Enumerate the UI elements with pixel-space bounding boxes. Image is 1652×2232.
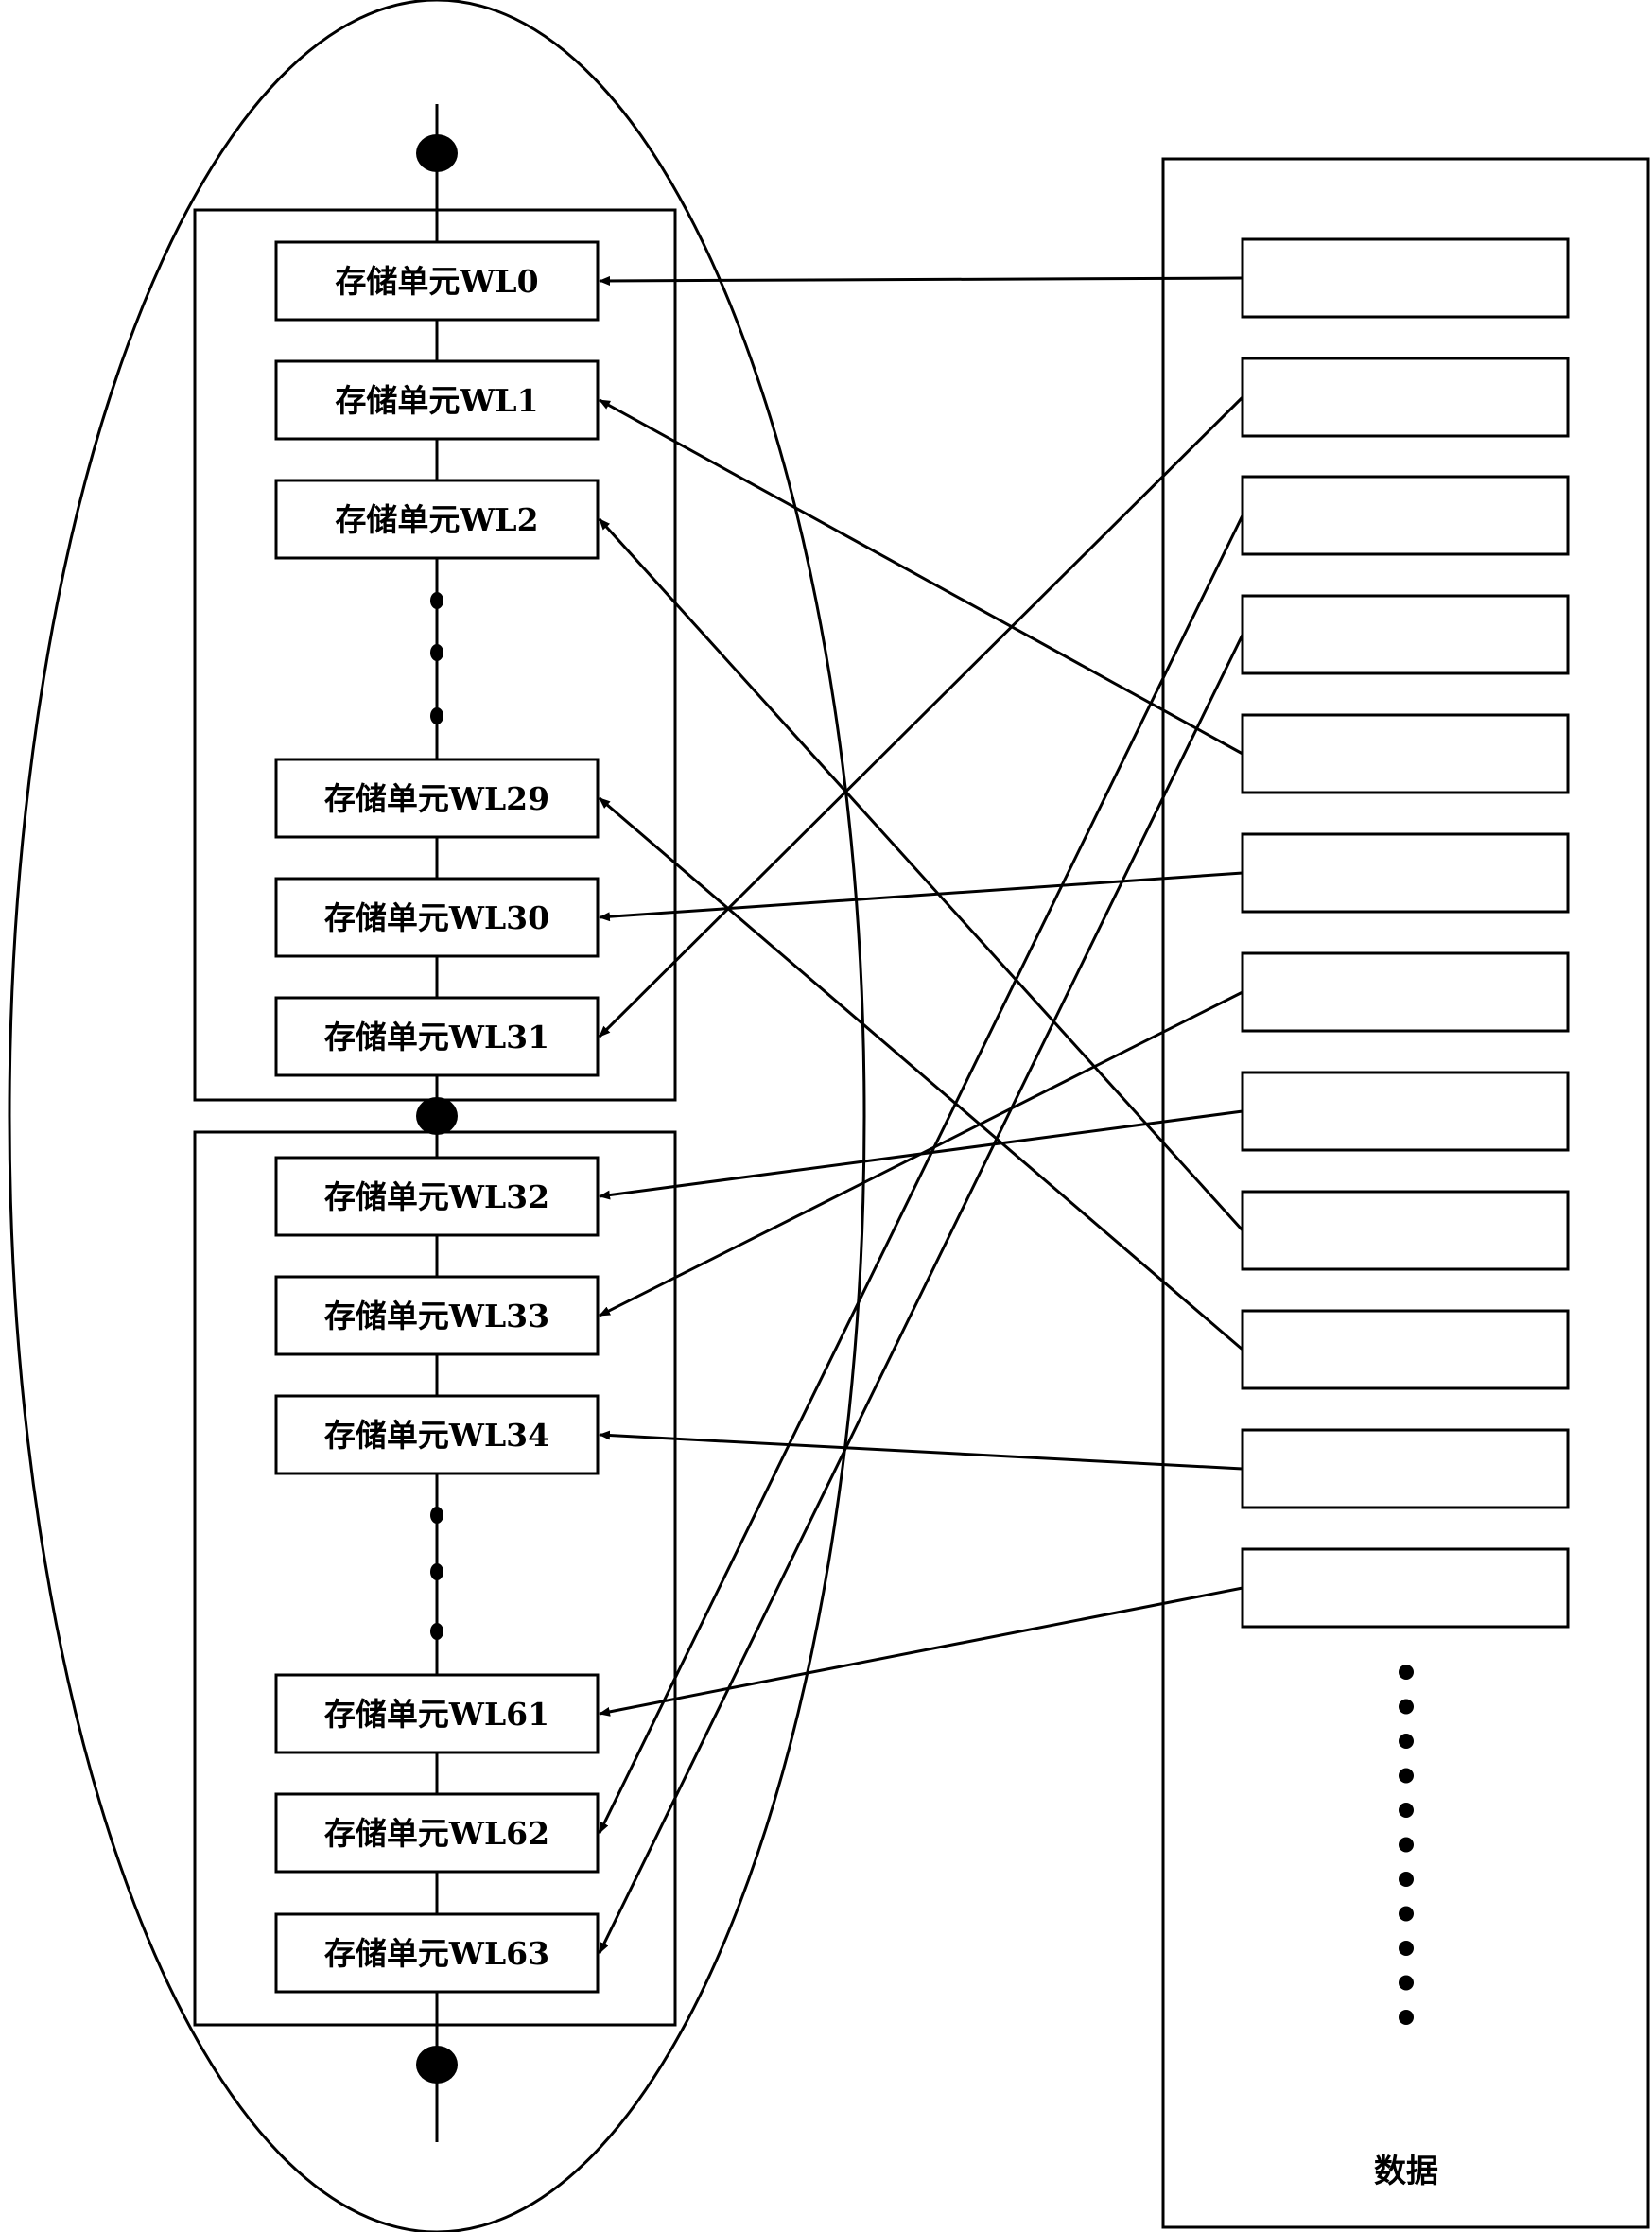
memory-cell-label: 存储单元WL0 — [335, 263, 538, 300]
data-slot-1 — [1241, 237, 1570, 319]
mapping-arrow-slot8-to-wl32 — [599, 1109, 1243, 1200]
memory-string-ellipse — [8, 0, 866, 2232]
data-ellipsis-dot — [1399, 1975, 1414, 1991]
mapping-arrow-slot10-to-wl29 — [599, 796, 1243, 1351]
mapping-arrow-slot3-to-wl62 — [598, 514, 1244, 1834]
memory-cell-label: 存储单元WL31 — [324, 1019, 549, 1055]
data-slot-11 — [1241, 1428, 1570, 1509]
junction-dot-middle — [416, 1097, 458, 1135]
memory-cell-box — [274, 1673, 600, 1754]
memory-cell-box — [274, 996, 600, 1077]
memory-cell-wl1: 存储单元WL1 — [274, 359, 600, 441]
memory-cell-box — [274, 1912, 600, 1994]
data-slot-3 — [1241, 475, 1570, 556]
mapping-arrow-slot1-to-wl0 — [599, 275, 1243, 286]
mapping-arrow-slot9-to-wl2 — [598, 517, 1244, 1232]
data-slot-9 — [1241, 1190, 1570, 1271]
mapping-arrow-slot2-to-wl31 — [598, 395, 1244, 1038]
memory-cell-box — [274, 479, 600, 560]
memory-cell-wl61: 存储单元WL61 — [274, 1673, 600, 1754]
data-ellipsis-dot — [1399, 1699, 1414, 1715]
data-slot-5 — [1241, 713, 1570, 794]
ellipsis-dots-lower — [430, 1507, 443, 1640]
ellipsis-dots-upper — [430, 592, 443, 724]
data-ellipsis-dot — [1399, 1941, 1414, 1956]
memory-cell-label: 存储单元WL30 — [324, 899, 549, 936]
data-ellipsis-dot — [1399, 1665, 1414, 1680]
mapping-arrow-slot11-to-wl34 — [599, 1430, 1243, 1471]
memory-cell-box — [274, 240, 600, 322]
memory-cells: 存储单元WL0 存储单元WL1 存储单元WL2 存储单元WL29 存储单元WL30 存储单… — [274, 240, 600, 1994]
memory-cell-label: 存储单元WL33 — [324, 1298, 549, 1334]
memory-cell-wl29: 存储单元WL29 — [274, 758, 600, 839]
memory-cell-label: 存储单元WL62 — [324, 1815, 549, 1852]
memory-cell-wl0: 存储单元WL0 — [274, 240, 600, 322]
mapping-arrow-slot6-to-wl30 — [599, 871, 1243, 922]
data-slot-6 — [1241, 832, 1570, 914]
data-slot-2 — [1241, 357, 1570, 438]
data-column-label: 数据 — [1374, 2153, 1438, 2190]
data-slot-4 — [1241, 594, 1570, 675]
memory-cell-box — [274, 877, 600, 958]
mapping-arrows — [598, 275, 1244, 1954]
data-column-frame — [1161, 157, 1650, 2229]
mapping-arrow-slot12-to-wl61 — [599, 1586, 1243, 1717]
memory-cell-box — [274, 1275, 600, 1356]
data-ellipsis-dot — [1399, 1906, 1414, 1922]
memory-cell-wl34: 存储单元WL34 — [274, 1394, 600, 1475]
memory-cell-label: 存储单元WL29 — [324, 780, 549, 817]
memory-cell-box — [274, 359, 600, 441]
data-slot-7 — [1241, 951, 1570, 1033]
memory-cell-box — [274, 1394, 600, 1475]
data-slot-12 — [1241, 1547, 1570, 1629]
memory-cell-wl62: 存储单元WL62 — [274, 1792, 600, 1874]
memory-cell-label: 存储单元WL63 — [324, 1935, 549, 1972]
data-ellipsis-dot — [1399, 1768, 1414, 1784]
memory-cell-wl31: 存储单元WL31 — [274, 996, 600, 1077]
junction-dot-bottom — [416, 2046, 458, 2084]
data-ellipsis-dots — [1399, 1665, 1414, 2025]
data-slot-8 — [1241, 1071, 1570, 1152]
memory-cell-wl63: 存储单元WL63 — [274, 1912, 600, 1994]
memory-cell-wl30: 存储单元WL30 — [274, 877, 600, 958]
memory-cell-label: 存储单元WL32 — [324, 1178, 549, 1215]
data-ellipsis-dot — [1399, 2010, 1414, 2025]
memory-cell-wl32: 存储单元WL32 — [274, 1156, 600, 1237]
data-slot-10 — [1241, 1309, 1570, 1390]
memory-cell-label: 存储单元WL1 — [335, 382, 538, 419]
mapping-arrow-slot4-to-wl63 — [598, 634, 1244, 1954]
memory-cell-wl33: 存储单元WL33 — [274, 1275, 600, 1356]
memory-cell-box — [274, 1156, 600, 1237]
memory-cell-wl2: 存储单元WL2 — [274, 479, 600, 560]
memory-cell-box — [274, 1792, 600, 1874]
mapping-arrow-slot5-to-wl1 — [599, 398, 1243, 756]
memory-cell-label: 存储单元WL34 — [324, 1417, 549, 1454]
data-ellipsis-dot — [1399, 1872, 1414, 1887]
data-ellipsis-dot — [1399, 1803, 1414, 1818]
memory-cell-label: 存储单元WL2 — [335, 501, 538, 538]
memory-cell-label: 存储单元WL61 — [324, 1696, 549, 1733]
data-ellipsis-dot — [1399, 1734, 1414, 1749]
junction-dot-top — [416, 134, 458, 172]
memory-cell-box — [274, 758, 600, 839]
data-ellipsis-dot — [1399, 1837, 1414, 1853]
data-slots — [1241, 237, 1570, 1629]
